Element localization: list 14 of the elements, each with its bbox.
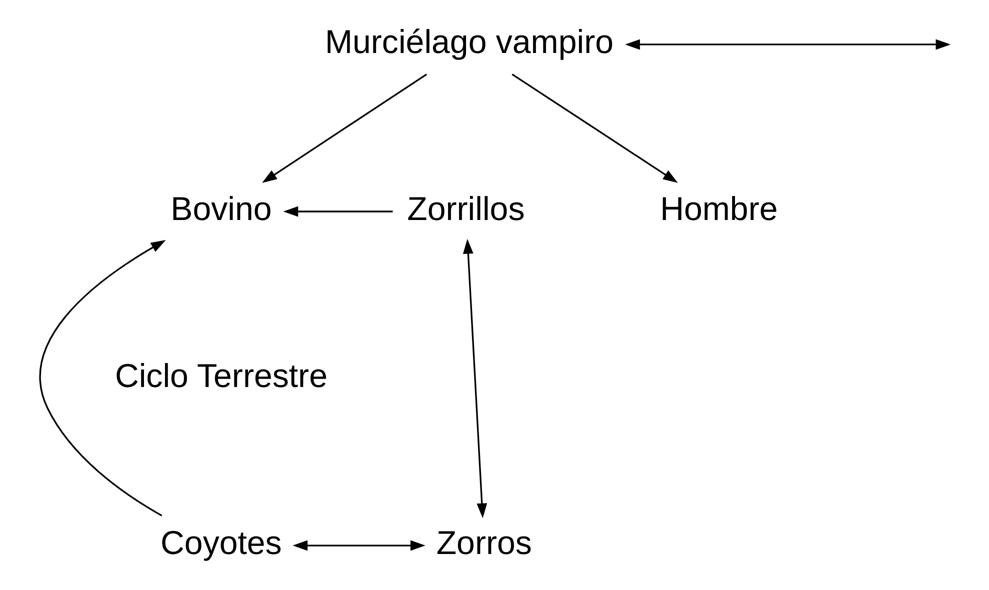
node-text: Coyotes	[160, 524, 282, 562]
node-text: Hombre	[660, 190, 778, 228]
arrow	[512, 74, 678, 183]
label: Ciclo Terrestre	[114, 358, 328, 395]
arrow	[292, 540, 426, 551]
arrow	[262, 74, 428, 183]
node-text: Zorrillos	[407, 190, 525, 228]
node-text: Murciélago vampiro	[325, 24, 614, 61]
arrow	[283, 206, 393, 217]
node-text: Bovino	[170, 190, 272, 228]
node-text: Zorros	[436, 524, 532, 562]
arrow	[39, 240, 166, 516]
arrow	[462, 238, 488, 518]
arrow	[625, 39, 951, 50]
